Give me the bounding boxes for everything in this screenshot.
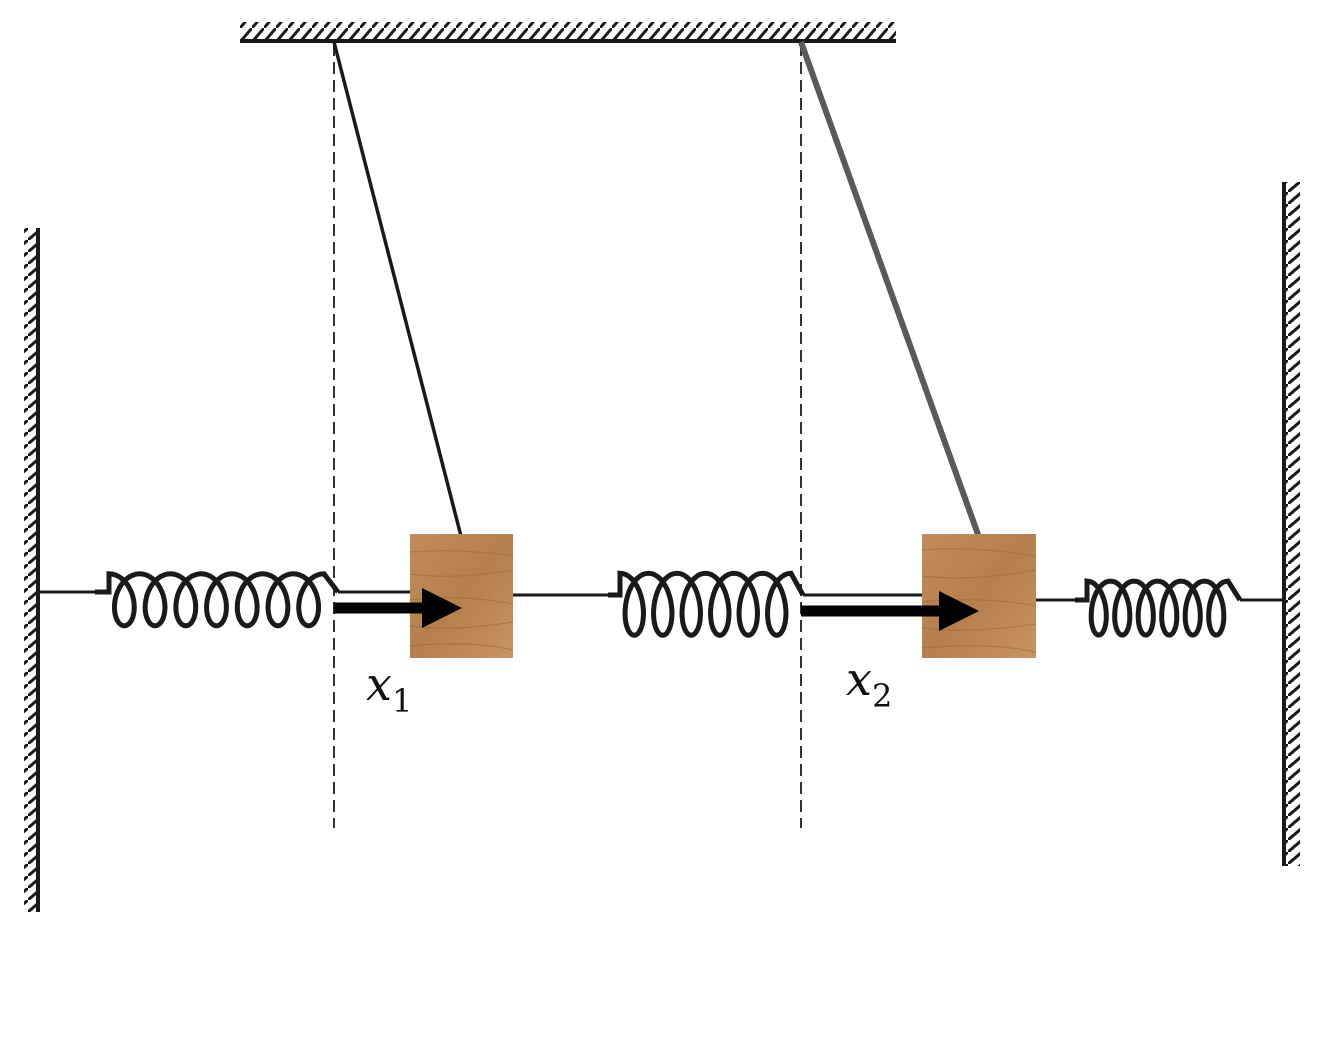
pendulum-rod-1 [332,41,464,541]
label-x2: x2 [846,652,892,715]
label-x1: x1 [366,657,412,720]
right-wall [1282,182,1300,866]
pendulum-rod-2 [798,40,983,542]
displacement-arrow-2 [801,591,979,631]
ceiling-support [240,22,896,43]
middle-spring [608,570,806,638]
displacement-arrow-1 [334,588,462,628]
left-wall [24,228,40,912]
right-spring [1075,578,1243,638]
left-spring [95,571,340,629]
